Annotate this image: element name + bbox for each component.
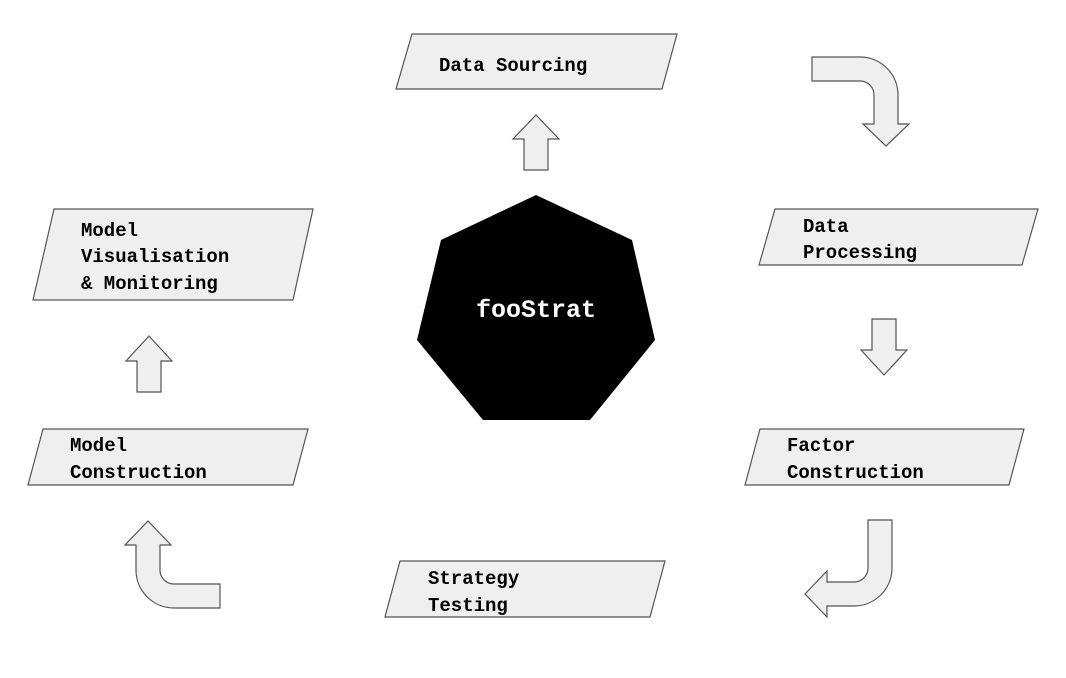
arrow-curve-down-icon (811, 56, 911, 147)
step-label-line: Data Sourcing (439, 55, 587, 77)
arrow-curve-up-icon (123, 520, 221, 609)
step-factor-construction: Factor Construction (744, 428, 1025, 486)
center-heptagon (417, 195, 655, 420)
arrow-up-icon (511, 114, 561, 171)
step-label-line: Construction (787, 462, 924, 484)
step-data-sourcing: Data Sourcing (395, 33, 678, 90)
step-label-line: Strategy (428, 568, 520, 590)
arrow-curve-left-icon (804, 519, 893, 619)
step-label-line: Construction (70, 462, 207, 484)
step-label-line: Processing (803, 242, 917, 264)
step-label-line: & Monitoring (81, 273, 218, 295)
step-label-line: Factor (787, 435, 855, 457)
step-label-line: Testing (428, 595, 508, 617)
center-label: fooStrat (476, 296, 596, 325)
step-label-line: Visualisation (81, 246, 229, 268)
step-model-construction: Model Construction (27, 428, 309, 486)
step-label-line: Model (70, 435, 127, 457)
step-data-processing: Data Processing (758, 208, 1039, 266)
step-strategy-testing: Strategy Testing (384, 560, 666, 618)
arrow-down-icon (859, 318, 909, 376)
step-label-line: Model (81, 220, 138, 242)
step-label-line: Data (803, 216, 849, 238)
arrow-up-icon (124, 335, 174, 393)
step-model-visualisation: Model Visualisation & Monitoring (32, 208, 314, 301)
